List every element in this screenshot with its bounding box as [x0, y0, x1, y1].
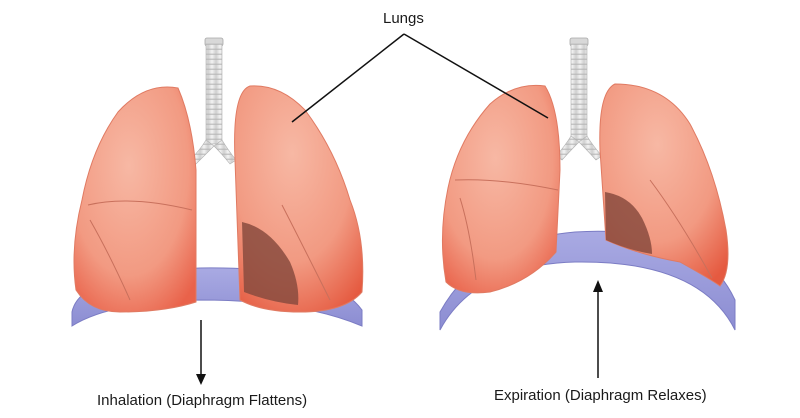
lungs-label: Lungs [383, 10, 424, 27]
inhalation-diagram [71, 37, 364, 385]
right-lung-shadow-2 [605, 192, 652, 254]
expiration-diagram [439, 37, 736, 378]
inhalation-label: Inhalation (Diaphragm Flattens) [97, 392, 308, 409]
right-lung-shadow [242, 222, 299, 305]
expiration-label: Expiration (Diaphragm Relaxes) [494, 387, 707, 404]
trachea-2 [555, 37, 603, 161]
arrow-up-icon [593, 280, 603, 378]
left-lung-2 [441, 84, 561, 294]
left-lung [73, 86, 197, 313]
trachea [189, 37, 237, 165]
arrow-down-icon [196, 320, 206, 385]
lungs-leader-lines [291, 33, 549, 123]
